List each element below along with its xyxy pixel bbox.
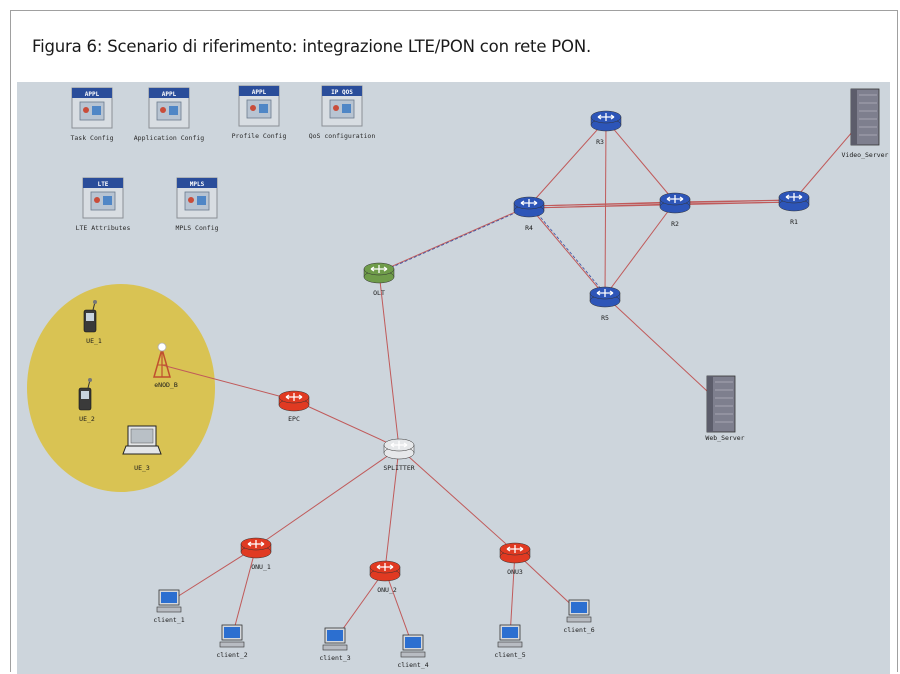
node-vs[interactable]: Video_Server [842,88,889,159]
node-onu1[interactable]: ONU_1 [240,537,272,571]
link-ONU3-c5 [509,551,516,638]
config-block-label: Profile Config [232,132,287,140]
node-label: Web_Server [705,434,744,442]
node-label: OLT [373,289,385,297]
node-ue3[interactable]: UE_3 [122,425,162,472]
node-label: ONU_1 [251,563,271,571]
link-ONU1-c2 [231,546,257,638]
node-c2[interactable]: client_2 [216,624,248,659]
node-ue2[interactable]: UE_2 [78,378,95,423]
link-R4-OLT [378,205,530,273]
config-block-title: MPLS [190,181,205,188]
node-label: client_5 [494,651,525,659]
config-block-label: Task Config [70,134,113,142]
node-r4[interactable]: R4 [513,196,545,232]
node-label: eNOD_B [154,381,178,389]
node-label: R4 [525,224,533,232]
lte-coverage-area [27,284,215,492]
link-R5-WS [604,295,722,405]
node-c5[interactable]: client_5 [494,624,526,659]
node-label: Video_Server [842,151,889,159]
node-r3[interactable]: R3 [590,110,622,146]
config-block-label: QoS configuration [309,132,376,140]
config-block-title: APPL [162,91,177,98]
node-c6[interactable]: client_6 [563,599,595,634]
link-SPLITTER-ONU1 [255,447,400,548]
node-label: client_2 [216,651,247,659]
config-block-title: IP QOS [331,89,353,96]
node-onu2[interactable]: ONU_2 [369,560,401,594]
link-OLT-SPLITTER [378,271,400,449]
config-block-app[interactable]: APPL Application Config [134,87,205,142]
node-splitter[interactable]: SPLITTER [383,438,415,472]
config-block-label: MPLS Config [175,224,218,232]
config-block-mpls[interactable]: MPLS MPLS Config [175,177,219,232]
link-R3-R4 [528,119,607,207]
link-SPLITTER-ONU2 [384,447,400,571]
node-label: UE_1 [86,337,102,345]
node-enb[interactable]: eNOD_B [153,342,178,389]
node-label: client_3 [319,654,350,662]
lsp-R4-R5 [530,205,608,297]
node-c1[interactable]: client_1 [153,589,185,624]
node-label: R3 [596,138,604,146]
node-c4[interactable]: client_4 [397,634,429,669]
link-ONU2-c4 [384,569,414,648]
node-label: UE_2 [79,415,95,423]
config-block-label: LTE Attributes [76,224,131,232]
node-ws[interactable]: Web_Server [705,375,745,442]
config-block-title: LTE [98,181,109,188]
node-r1[interactable]: R1 [778,190,810,226]
node-c3[interactable]: client_3 [319,627,351,662]
link-R3-R5 [604,119,607,297]
node-label: R2 [671,220,679,228]
link-R4-R5 [528,205,606,297]
config-block-title: APPL [85,91,100,98]
config-block-qos[interactable]: IP QOS QoS configuration [309,85,376,140]
node-label: UE_3 [134,464,150,472]
node-label: EPC [288,415,300,423]
node-label: ONU_2 [377,586,397,594]
config-block-profile[interactable]: APPL Profile Config [232,85,287,140]
node-olt[interactable]: OLT [363,262,395,297]
link-SPLITTER-ONU3 [398,447,516,553]
node-label: R1 [790,218,798,226]
node-label: client_6 [563,626,594,634]
node-label: client_4 [397,661,428,669]
node-label: client_1 [153,616,184,624]
link-eNB-EPC [161,364,295,401]
config-block-task[interactable]: APPL Task Config [70,87,114,142]
node-r2[interactable]: R2 [659,192,691,228]
node-ue1[interactable]: UE_1 [83,300,102,345]
link-EPC-SPLITTER [293,399,400,449]
config-block-lte[interactable]: LTE LTE Attributes [76,177,131,232]
node-label: R5 [601,314,609,322]
config-block-title: APPL [252,89,267,96]
link-ONU1-c1 [168,546,257,603]
link-R3-R2 [605,119,676,203]
node-epc[interactable]: EPC [278,390,310,423]
figure-caption: Figura 6: Scenario di riferimento: integ… [32,37,592,56]
config-block-label: Application Config [134,134,205,142]
lsp-R4-OLT [380,205,532,273]
node-onu3[interactable]: ONU3 [499,542,531,576]
node-label: ONU3 [507,568,523,576]
link-ONU3-c6 [514,551,580,613]
node-r5[interactable]: R5 [589,286,621,322]
link-R2-R5 [604,201,676,297]
node-label: SPLITTER [383,464,414,472]
